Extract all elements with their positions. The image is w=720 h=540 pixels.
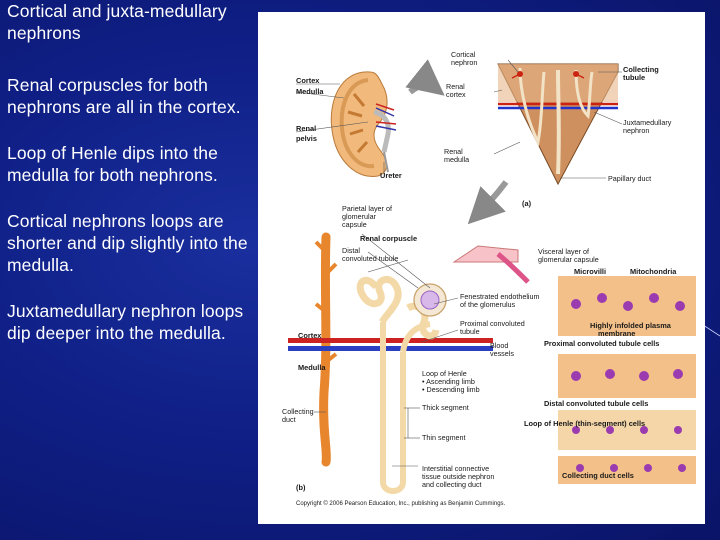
- distal-convoluted-label-2: convoluted tubule: [342, 254, 398, 263]
- renal-pelvis-label-1: Renal: [296, 124, 316, 133]
- collecting-duct-label-1: Collecting: [282, 407, 314, 416]
- section-medulla-label: Medulla: [298, 363, 326, 372]
- collecting-tubule-label-1: Collecting: [623, 65, 659, 74]
- loop-of-henle-label-1: Loop of Henle: [422, 369, 467, 378]
- microvilli-label: Microvilli: [574, 267, 606, 276]
- visceral-layer-label-2: glomerular capsule: [538, 255, 599, 264]
- zoom-arrow-a: [405, 59, 445, 96]
- juxtamedullary-nephron-label-2: nephron: [623, 126, 649, 135]
- loop-of-henle-label-2: • Ascending limb: [422, 377, 475, 386]
- loop-of-henle-label-3: • Descending limb: [422, 385, 480, 394]
- blood-vessels-label-1: Blood: [490, 341, 508, 350]
- part-b-tag: (b): [296, 483, 306, 492]
- visceral-layer-label-1: Visceral layer of: [538, 247, 589, 256]
- slide-point-renal-corpuscles: Renal corpuscles for both nephrons are a…: [7, 75, 241, 117]
- blood-vessels-label-2: vessels: [490, 349, 514, 358]
- renal-corpuscle-label: Renal corpuscle: [360, 234, 417, 243]
- interstitial-label-2: tissue outside nephron: [422, 472, 494, 481]
- kidney-section-wedge: [497, 63, 619, 186]
- collecting-duct-label-2: duct: [282, 415, 296, 424]
- cortical-nephron-label-2: nephron: [451, 58, 477, 67]
- parietal-layer-label-1: Parietal layer of: [342, 204, 392, 213]
- parietal-layer-label-2: glomerular: [342, 212, 377, 221]
- interstitial-label-1: Interstitial connective: [422, 464, 489, 473]
- distal-convoluted-label-1: Distal: [342, 246, 360, 255]
- interstitial-label-3: and collecting duct: [422, 480, 482, 489]
- pct-cells-label: Proximal convoluted tubule cells: [544, 339, 659, 348]
- slide-point-cortical-nephrons: Cortical nephrons loops are shorter and …: [7, 211, 248, 275]
- papillary-duct-label: Papillary duct: [608, 174, 651, 183]
- ureter-label: Ureter: [380, 171, 402, 180]
- collecting-tubule-label-2: tubule: [623, 73, 645, 82]
- dct-cells-label: Distal convoluted tubule cells: [544, 399, 648, 408]
- thin-segment-label: Thin segment: [422, 433, 466, 442]
- nephron-figure: Cortex Medulla Renal pelvis Ureter Corti…: [258, 12, 705, 524]
- section-cortex-label: Cortex: [298, 331, 322, 340]
- nephron-detail-illustration: [288, 232, 530, 494]
- cell-panels: [558, 276, 696, 484]
- mitochondria-label: Mitochondria: [630, 267, 677, 276]
- highly-infolded-label-2: membrane: [598, 329, 635, 338]
- slide-point-juxtamedullary: Juxtamedullary nephron loops dip deeper …: [7, 301, 244, 343]
- kidney-illustration: [330, 71, 397, 178]
- fenestrated-endothelium-label-1: Fenestrated endothelium: [460, 292, 540, 301]
- renal-medulla-label-1: Renal: [444, 147, 463, 156]
- slide-title: Cortical and juxta-medullary nephrons: [7, 1, 227, 43]
- cd-cells-label: Collecting duct cells: [562, 471, 634, 480]
- proximal-convoluted-label-2: tubule: [460, 327, 480, 336]
- renal-cortex-label-1: Renal: [446, 82, 465, 91]
- slide-text: Cortical and juxta-medullary nephrons Re…: [7, 0, 252, 368]
- renal-pelvis-label-2: pelvis: [296, 134, 317, 143]
- nephron-diagram: Cortex Medulla Renal pelvis Ureter Corti…: [282, 50, 696, 507]
- juxtamedullary-nephron-label-1: Juxtamedullary: [623, 118, 672, 127]
- part-a-tag: (a): [522, 199, 532, 208]
- parietal-layer-label-3: capsule: [342, 220, 367, 229]
- renal-cortex-label-2: cortex: [446, 90, 466, 99]
- proximal-convoluted-label-1: Proximal convoluted: [460, 319, 525, 328]
- zoom-arrow-b: [467, 180, 509, 225]
- kidney-medulla-label: Medulla: [296, 87, 324, 96]
- loh-cells-label: Loop of Henle (thin-segment) cells: [524, 419, 645, 428]
- kidney-cortex-label: Cortex: [296, 76, 320, 85]
- slide-point-loop-of-henle: Loop of Henle dips into the medulla for …: [7, 143, 218, 185]
- renal-medulla-label-2: medulla: [444, 155, 469, 164]
- thick-segment-label: Thick segment: [422, 403, 469, 412]
- fenestrated-endothelium-label-2: of the glomerulus: [460, 300, 516, 309]
- highly-infolded-label-1: Highly infolded plasma: [590, 321, 672, 330]
- copyright-caption: Copyright © 2006 Pearson Education, Inc.…: [296, 500, 506, 507]
- cortical-nephron-label-1: Cortical: [451, 50, 476, 59]
